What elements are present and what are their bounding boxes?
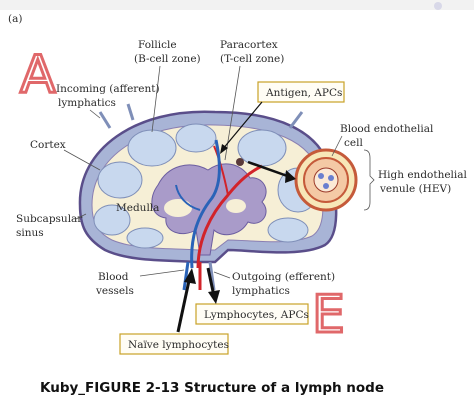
label-hev: High endothelial [378, 169, 468, 181]
label-subcapsular-sinus: sinus [16, 227, 44, 239]
follicle [175, 123, 217, 153]
lymph-node [78, 103, 338, 291]
exit-vessels [182, 261, 216, 291]
label-blood-vessels: vessels [95, 285, 134, 297]
afferent-lymphatics [98, 103, 304, 129]
label-hev-venule: venule (HEV) [379, 183, 451, 195]
afferent-vessel [126, 103, 135, 121]
label-paracortex: Paracortex [220, 39, 278, 51]
follicle [267, 217, 309, 243]
follicle [126, 227, 164, 249]
lumen-cell [323, 183, 329, 189]
naive-box-label: Naïve lymphocytes [128, 339, 229, 351]
label-paracortex-zone: (T-cell zone) [220, 53, 284, 65]
figure-caption: Kuby_FIGURE 2-13 Structure of a lymph no… [40, 380, 384, 396]
leader-endothelial [331, 135, 343, 157]
antigen-arrow [221, 101, 263, 151]
antigen-box: Antigen, APCs [257, 81, 345, 103]
page-edge [0, 0, 474, 10]
lymphatic-vessel [190, 139, 221, 269]
lymphocytes-box-label: Lymphocytes, APCs [204, 309, 309, 321]
naive-box: Naïve lymphocytes [119, 333, 229, 355]
label-subcapsular: Subcapsular [16, 213, 83, 225]
leader-outgoing [213, 271, 231, 279]
label-endothelial: Blood endothelial [340, 123, 434, 135]
panel-label: (a) [8, 13, 22, 25]
label-follicle: Follicle [138, 39, 177, 51]
leader-cortex [63, 149, 101, 171]
afferent-vessel [98, 111, 112, 129]
leader-incoming [89, 109, 101, 119]
label-follicle-zone: (B-cell zone) [134, 53, 201, 65]
lumen-cell [328, 175, 334, 181]
label-incoming: Incoming (afferent) [56, 83, 160, 95]
follicle [237, 129, 287, 167]
label-cortex: Cortex [30, 139, 66, 151]
medullary-cord-gap [164, 199, 192, 217]
leader-blood-vessels [139, 269, 185, 277]
handwritten-e: E [312, 285, 345, 345]
antigen-arrowhead [220, 144, 228, 154]
label-outgoing-lymphatics: lymphatics [232, 285, 290, 297]
medulla [151, 163, 267, 256]
hev-callout-arrow [247, 160, 294, 180]
page-edge-dot [434, 2, 442, 10]
follicle [127, 129, 177, 167]
lymphocytes-box: Lymphocytes, APCs [195, 303, 309, 325]
artery-branch [213, 145, 229, 196]
follicle [97, 161, 143, 199]
label-medulla: Medulla [116, 202, 159, 214]
lymphocyte-exit-arrowhead [208, 290, 220, 304]
label-endothelial-cell: cell [344, 137, 363, 149]
afferent-vessel [288, 111, 304, 129]
hev-cross-section [294, 148, 358, 212]
lymphatic-branch [175, 184, 201, 211]
follicle [93, 204, 131, 236]
antigen-box-label: Antigen, APCs [265, 87, 342, 99]
leader-follicle [151, 65, 161, 133]
label-outgoing: Outgoing (efferent) [232, 271, 335, 283]
leader-subcapsular [75, 213, 87, 220]
medullary-cord-gap [226, 199, 246, 213]
label-incoming-lymphatics: lymphatics [58, 97, 116, 109]
hev-bracket [363, 149, 375, 211]
artery [196, 164, 263, 269]
hev-origin [236, 158, 244, 166]
hev-callout-arrowhead [285, 170, 296, 183]
handwritten-a: A [20, 45, 56, 105]
lumen-cell [318, 173, 324, 179]
naive-entry-arrow [176, 275, 192, 333]
naive-entry-arrowhead [184, 268, 196, 284]
label-blood: Blood [98, 271, 129, 283]
